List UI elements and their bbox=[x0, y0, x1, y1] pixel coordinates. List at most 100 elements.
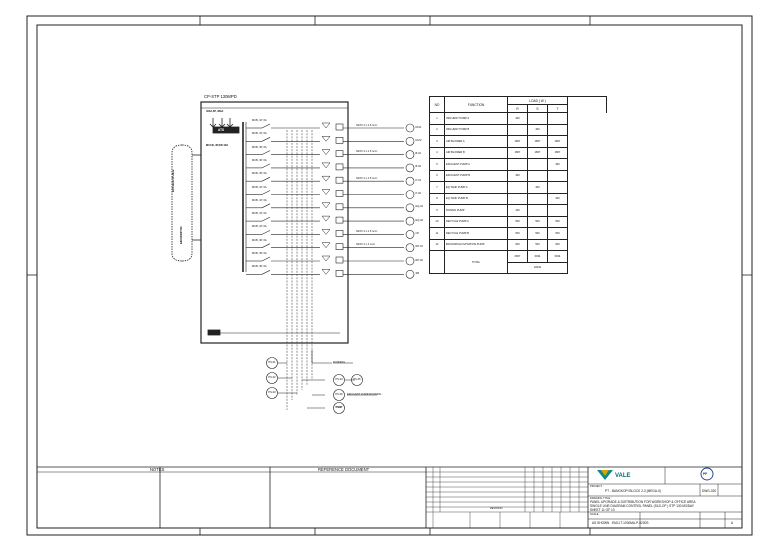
row-load-t bbox=[547, 181, 568, 194]
feeder-circuit bbox=[246, 255, 415, 266]
drawing-number: DWG-020 bbox=[702, 488, 717, 493]
row-load-t: 400 bbox=[547, 158, 568, 171]
indicator-lamp-icon bbox=[266, 372, 278, 384]
indicator-label: PS-05 bbox=[353, 377, 361, 381]
feeder-circuit bbox=[246, 229, 415, 239]
incomer-breaker: MCCB, 3P,4W 40A bbox=[206, 144, 229, 147]
indicator-lamp-icon bbox=[333, 402, 345, 414]
sheet-code: A bbox=[731, 520, 734, 525]
motor-icon bbox=[405, 269, 415, 279]
feeder-breaker: MCB, 1P, 6A bbox=[252, 119, 267, 122]
reference-label: REFERENCE DOCUMENT bbox=[318, 467, 370, 472]
feeder-circuit bbox=[246, 122, 415, 133]
motor-icon bbox=[405, 176, 415, 186]
indicator-label: PS-07 bbox=[335, 405, 343, 409]
row-function: EFFLUENT PUMP A bbox=[444, 158, 508, 171]
feeder-circuit bbox=[246, 242, 415, 252]
feeder-load: P-02 bbox=[415, 192, 421, 195]
row-load-s: 1867 bbox=[527, 135, 548, 148]
feeder-load: CP bbox=[415, 231, 420, 235]
project-label: PROJECT : bbox=[590, 484, 604, 488]
row-load-s: 1867 bbox=[527, 146, 548, 159]
row-function: EQ.TANK PUMP B bbox=[444, 192, 508, 205]
indicator-lamp-icon bbox=[266, 387, 278, 399]
feeder-load: SB bbox=[415, 271, 419, 275]
row-load-s: 500 bbox=[527, 238, 548, 251]
row-function: RECYCLE PUMP B bbox=[444, 227, 508, 240]
motor-icon bbox=[405, 230, 415, 239]
motor-icon bbox=[405, 137, 415, 146]
motor-icon bbox=[405, 243, 415, 252]
signal-running: RUNNING bbox=[333, 360, 346, 364]
row-function: AIR BLOWER A bbox=[444, 135, 508, 148]
indicator-lamp-icon bbox=[351, 374, 363, 386]
indicator-label: PS-06 bbox=[335, 392, 343, 396]
feeder-breaker: MCB, 1P, 6A bbox=[252, 198, 267, 202]
client-logo-icon bbox=[700, 467, 714, 481]
feeder-breaker: MCB, 3P, 6A bbox=[252, 172, 267, 176]
panel-title: CP-STP 130MPD bbox=[204, 94, 237, 99]
scale-value: AS SHOWN bbox=[592, 520, 610, 525]
feeder-circuit bbox=[246, 189, 415, 199]
document-number: EMJ-IT-1000MA-P-0200S bbox=[612, 520, 649, 525]
indicator-lamp-icon bbox=[333, 374, 345, 386]
grand-total: 18134 bbox=[507, 261, 568, 274]
feeder-breaker: MCB, 3P, 6A bbox=[252, 265, 267, 269]
title-line-3: SHEET 11 OF 13 bbox=[590, 508, 615, 512]
motor-icon bbox=[405, 123, 415, 133]
signal-trip: TRIP bbox=[336, 405, 342, 409]
feeder-load: P-01 bbox=[415, 178, 421, 182]
feeder-load: B-01 bbox=[415, 152, 421, 156]
row-load-t bbox=[547, 204, 568, 217]
row-function: EQ.TANK PUMP A bbox=[444, 181, 508, 194]
feeder-load: RP-02 bbox=[415, 258, 423, 262]
row-load-t: 1867 bbox=[547, 135, 568, 148]
feeder-breaker: MCB, 1P, 6A bbox=[252, 185, 267, 189]
feeder-circuit bbox=[246, 149, 415, 159]
feeder-load: RP-01 bbox=[415, 245, 423, 249]
indicator-label: PS-01 bbox=[268, 360, 276, 364]
total-label: TOTAL bbox=[444, 250, 508, 274]
title-line-1: PANEL UPGRADE & DISTRIBUTION FOR WORKSHO… bbox=[590, 500, 696, 504]
incomer-rating: 400A,3P, 36kA bbox=[206, 110, 224, 113]
feeder-circuit bbox=[246, 269, 415, 279]
row-load-t: 500 bbox=[547, 215, 568, 228]
feeder-breaker: MCB, 3P, 6A bbox=[252, 252, 267, 255]
signal-effluent: EFFLUENT PUMP RUNNING bbox=[347, 392, 382, 396]
feeder-breaker: MCB, 1P, 6A bbox=[252, 225, 267, 229]
feeder-load: EQ-02 bbox=[415, 218, 424, 222]
row-load-t: 500 bbox=[547, 227, 568, 240]
company-name: VALE bbox=[615, 473, 631, 479]
feeder-cable: N2XX 4 x 2.5 mm² bbox=[356, 176, 378, 180]
indicator-label: PS-02 bbox=[268, 375, 276, 379]
notes-label: NOTES bbox=[150, 467, 165, 472]
feeder-cable: N2XX 4 x 2.5 mm² bbox=[356, 229, 378, 233]
motor-icon bbox=[405, 150, 415, 159]
project-name: PT - BANGKOPI BLOCK 2-3 (MEGA-II) bbox=[605, 488, 661, 493]
indicator-label: PS-03 bbox=[268, 390, 276, 394]
row-load-t bbox=[547, 123, 568, 136]
indicator-lamp-icon bbox=[266, 357, 278, 369]
feeder-circuit bbox=[246, 162, 415, 173]
ats-label: ATS bbox=[218, 127, 225, 132]
feeder-cable: N2XX 4 x 2.5 mm² bbox=[356, 123, 378, 127]
motor-icon bbox=[405, 190, 415, 199]
motor-icon bbox=[405, 256, 415, 266]
feeder-breaker: MCB, 3P, 6A bbox=[252, 158, 267, 162]
header-t: T bbox=[547, 104, 568, 113]
feeder-breaker: MCB, 3P, 6A bbox=[252, 145, 267, 149]
title-line-2: SINGLE LINE DIAGRAM CONTROL PANEL (SLD-C… bbox=[590, 504, 695, 508]
feeder-cable: N2XX 4 x 2.5 mm² bbox=[356, 150, 378, 154]
